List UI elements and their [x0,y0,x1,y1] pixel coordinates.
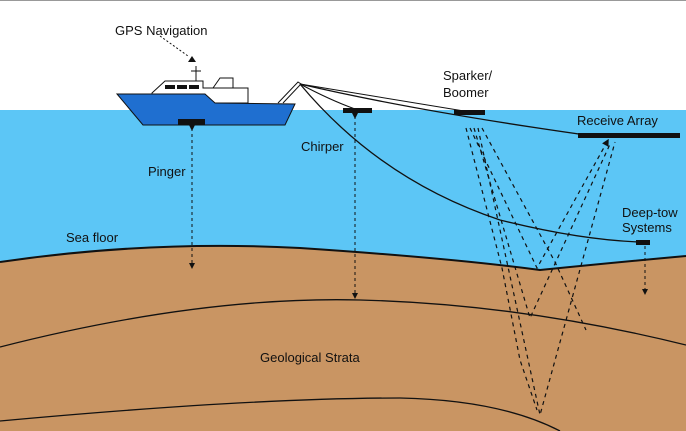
sparker-label-line1: Sparker/ [443,68,493,83]
chirper-device [343,108,372,113]
sparker-device [454,110,485,115]
deep-tow-device [636,240,650,245]
geological-strata-label: Geological Strata [260,350,360,365]
stratum-boundary-1 [0,299,686,348]
survey-ship [115,35,302,126]
stratum-boundary-2 [0,397,561,431]
gps-antenna-icon [188,56,196,62]
pinger-device [178,119,205,125]
deep-tow-cable [299,83,641,243]
sea-floor-line [0,244,686,272]
deep-tow-label-line1: Deep-tow [622,205,678,220]
gps-navigation-label: GPS Navigation [115,23,208,38]
sediment [0,245,686,431]
pinger-label: Pinger [148,164,186,179]
receive-array-cable [299,83,601,138]
receive-array-device [578,133,680,138]
sparker-rays [465,127,616,416]
chirper-cable [299,83,356,110]
deep-tow-label-line2: Systems [622,220,672,235]
receive-array-label: Receive Array [577,113,658,128]
chirper-label: Chirper [301,139,344,154]
sparker-cable [299,83,471,113]
sparker-label-line2: Boomer [443,85,489,100]
gps-pointer [159,35,189,57]
sea-floor-label: Sea floor [66,230,119,245]
